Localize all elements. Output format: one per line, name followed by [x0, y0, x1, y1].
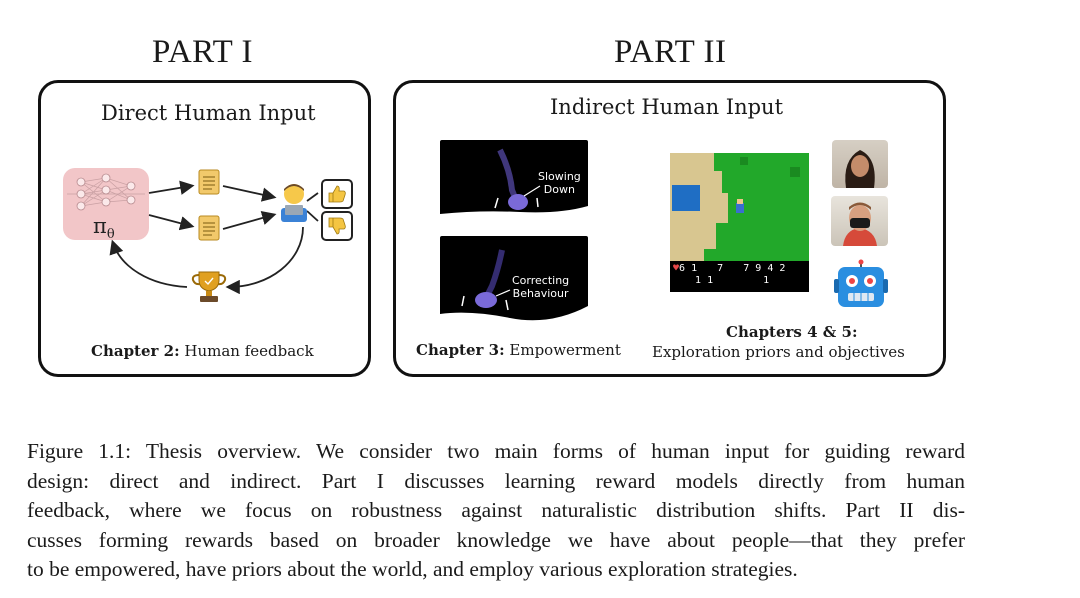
thumbs-down-icon [328, 217, 346, 235]
crafter-game-frame: ♥6 1 7 7 9 4 2 1 1 1 [670, 153, 809, 292]
part-one-title: PART I [152, 34, 253, 70]
inventory-item: 4 [767, 263, 774, 274]
chapters-four-five-label: Chapters 4 & 5: [726, 323, 858, 341]
inventory-item: 9 [755, 263, 762, 274]
reward-trophy-icon [191, 271, 227, 302]
person-avatar-icon [845, 150, 875, 188]
caption-line: Figure 1.1: Thesis overview. We consider… [27, 439, 965, 463]
indirect-input-panel: Indirect Human Input Slowing Down Correc… [393, 80, 946, 377]
car-agent-sprite [440, 148, 588, 225]
chapter-three-label: Chapter 3: [416, 341, 505, 359]
inventory-item: 1 [691, 263, 698, 274]
part-two-title: PART II [614, 34, 727, 70]
inventory-item: 1 [695, 275, 702, 286]
person-photo-2 [831, 196, 888, 246]
inventory-item: 1 [707, 275, 714, 286]
caption-line: feedback, where we focus on robustness a… [27, 498, 965, 522]
inventory-item: 1 [763, 275, 770, 286]
inventory-item: 2 [779, 263, 786, 274]
crafter-inventory: ♥6 1 7 7 9 4 2 1 1 1 [673, 263, 786, 286]
slowing-down-frame: Slowing Down [440, 140, 588, 225]
caption-line: design: direct and indirect. Part I disc… [27, 468, 965, 493]
correcting-label-line2: Behaviour [512, 287, 569, 300]
thumbs-up-icon [328, 185, 346, 203]
chapters-four-five-text: Exploration priors and objectives [652, 343, 905, 361]
inventory-item: 7 [717, 263, 724, 274]
pi-symbol: π [93, 214, 107, 238]
slowing-label-line2: Down [543, 183, 575, 196]
theta-subscript: θ [106, 227, 115, 243]
chapter-three-caption: Chapter 3: Empowerment [416, 341, 621, 359]
direct-input-panel: Direct Human Input πθ [38, 80, 371, 377]
human-annotator-icon [281, 184, 307, 222]
correcting-label-line1: Correcting [512, 274, 570, 287]
thumbs-up-box [321, 179, 353, 209]
chapter-two-caption: Chapter 2: Human feedback [91, 342, 314, 360]
chapter-two-label: Chapter 2: [91, 342, 180, 360]
inventory-health: 6 [679, 263, 686, 274]
correcting-behaviour-label: Correcting Behaviour [512, 274, 569, 300]
slowing-label-line1: Slowing [538, 170, 581, 183]
direct-input-title: Direct Human Input [101, 101, 316, 125]
figure-caption: Figure 1.1: Thesis overview. We consider… [27, 437, 965, 585]
neural-net-icon [67, 173, 145, 211]
inventory-item: 7 [743, 263, 750, 274]
crafter-world-map [670, 153, 809, 292]
thumbs-down-box [321, 211, 353, 241]
trajectory-scroll-icon [198, 215, 220, 241]
policy-network: πθ [63, 168, 149, 242]
chapter-two-text: Human feedback [179, 342, 314, 360]
indirect-input-title: Indirect Human Input [550, 95, 784, 119]
person-avatar-icon [843, 202, 877, 246]
caption-line: cusses forming rewards based on broader … [27, 527, 965, 552]
slowing-down-label: Slowing Down [538, 170, 581, 196]
person-photo-1 [832, 140, 888, 188]
correcting-behaviour-frame: Correcting Behaviour [440, 236, 588, 330]
caption-line: to be empowered, have priors about the w… [27, 557, 798, 581]
trajectory-scroll-icon [198, 169, 220, 195]
chapter-three-text: Empowerment [504, 341, 621, 359]
policy-label: πθ [93, 214, 115, 242]
robot-icon [834, 259, 888, 307]
car-agent-sprite [440, 249, 588, 330]
feedback-loop-arrows [109, 180, 319, 295]
